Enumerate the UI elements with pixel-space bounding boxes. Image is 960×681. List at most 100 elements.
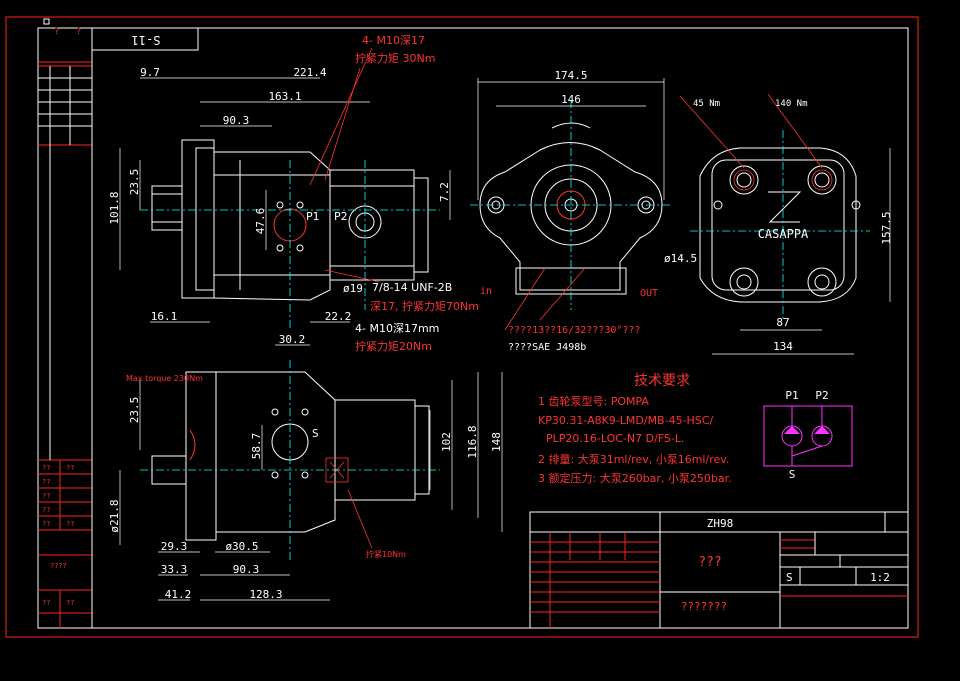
note-m10-mid: 4- M10深17mm	[355, 322, 439, 335]
left-cell-1a: ??	[42, 464, 50, 472]
dim-7-2: 7.2	[438, 182, 451, 202]
left-cell-4a: ??	[42, 506, 50, 514]
left-cell-7b: ??	[66, 599, 74, 607]
schematic-p1: P1	[785, 389, 798, 402]
tech-line-3: PLP20.16-LOC-N7 D/FS-L.	[546, 432, 685, 445]
inner-frame	[37, 27, 909, 629]
schematic-p2: P2	[815, 389, 828, 402]
left-cell-6: ????	[50, 562, 67, 570]
tech-title: 技术要求	[634, 373, 690, 389]
dim-146-top: 146	[561, 93, 581, 106]
top-view-bottom	[151, 371, 430, 541]
schematic-s: S	[789, 468, 796, 481]
center-lines-bottom	[140, 360, 440, 560]
port-s-label: S	[312, 427, 319, 440]
drawing-number-box: S-11	[91, 27, 199, 51]
dim-16-1: 16.1	[151, 310, 178, 323]
center-lines-rear	[690, 130, 870, 320]
title-s-mark: S	[786, 571, 793, 584]
left-cell-1b: ??	[66, 464, 74, 472]
note-unf: 7/8-14 UNF-2B	[372, 281, 452, 294]
tech-line-2: KP30.31-A8K9-LMD/MB-45-HSC/	[538, 414, 713, 427]
dim-101-8: 101.8	[108, 191, 121, 224]
dim-90-3-top: 90.3	[223, 114, 250, 127]
title-scale: 1:2	[870, 571, 890, 584]
note-m10-top: 4- M10深17	[362, 34, 425, 47]
dim-dia-30-5: ø30.5	[225, 540, 258, 553]
left-cell-3a: ??	[42, 492, 50, 500]
dim-dia-21-8: ø21.8	[108, 499, 121, 532]
dim-30-2: 30.2	[279, 333, 306, 346]
title-company: ???????	[681, 600, 727, 613]
port-p2-label: P2	[334, 210, 348, 223]
dim-90-3-bottom: 90.3	[233, 563, 260, 576]
title-block	[529, 511, 909, 629]
dim-9-7: 9.7	[140, 66, 160, 79]
dim-148: 148	[490, 432, 503, 452]
note-torque-10: 拧紧10Nm	[366, 549, 406, 559]
note-torque-20: 拧紧力矩20Nm	[355, 339, 432, 353]
dim-157-5: 157.5	[880, 211, 893, 244]
dim-116-8: 116.8	[466, 425, 479, 458]
port-p1-label: P1	[306, 210, 320, 223]
dim-47-6: 47.6	[254, 208, 267, 235]
corner-mark-2: ?	[76, 27, 81, 37]
leader-lines-front	[504, 267, 586, 331]
out-label: OUT	[640, 288, 658, 299]
left-cell-5b: ??	[66, 520, 74, 528]
center-lines-front	[470, 100, 672, 310]
leader-lines-top	[309, 47, 381, 283]
brand-label: CASAPPA	[758, 227, 809, 241]
left-strip	[38, 28, 93, 628]
corner-mark: ?	[54, 27, 59, 37]
dim-33-3: 33.3	[161, 563, 188, 576]
left-cell-5a: ??	[42, 520, 50, 528]
dim-22-2: 22.2	[325, 310, 352, 323]
note-spline-1: ????13??16/32???30°???	[508, 325, 640, 336]
torque-140-label: 140 Nm	[775, 99, 808, 109]
dims-rear	[712, 148, 891, 355]
dims-top-left	[119, 77, 451, 346]
note-torque-30: 拧紧力矩 30Nm	[355, 51, 435, 65]
tech-line-5: 3 额定压力: 大泵260bar, 小泵250bar.	[538, 471, 732, 485]
dim-128-3: 128.3	[249, 588, 282, 601]
rear-red-features	[679, 93, 833, 191]
in-label: in	[480, 286, 492, 297]
title-code: ZH98	[707, 517, 734, 530]
drawing-number: S-11	[132, 33, 161, 47]
dim-134: 134	[773, 340, 793, 353]
dims-bottom	[119, 372, 503, 601]
dim-174-5: 174.5	[554, 69, 587, 82]
dim-dia-19: ø19	[343, 282, 363, 295]
dim-102: 102	[440, 432, 453, 452]
dim-58-7: 58.7	[250, 433, 263, 460]
torque-45-label: 45 Nm	[693, 99, 720, 109]
side-view-top	[151, 139, 429, 301]
dim-221-4: 221.4	[293, 66, 326, 79]
tech-line-4: 2 排量: 大泵31ml/rev, 小泵16ml/rev.	[538, 452, 729, 466]
dim-23-5-bottom: 23.5	[128, 397, 141, 424]
left-cell-7a: ??	[42, 599, 50, 607]
dim-41-2: 41.2	[165, 588, 192, 601]
hydraulic-schematic: P1 P2 S	[763, 389, 853, 481]
left-strip-ticks	[38, 66, 92, 460]
note-deep-torque-70: 深17, 拧紧力矩70Nm	[370, 299, 479, 313]
outer-frame	[5, 16, 919, 638]
dim-23-5-top: 23.5	[128, 169, 141, 196]
dims-front	[477, 78, 665, 200]
tech-line-1: 1 齿轮泵型号: POMPA	[538, 394, 649, 408]
rear-view	[699, 147, 861, 303]
dim-163-1: 163.1	[268, 90, 301, 103]
tech-requirements: 技术要求 1 齿轮泵型号: POMPA KP30.31-A8K9-LMD/MB-…	[538, 373, 732, 485]
dim-29-3: 29.3	[161, 540, 188, 553]
note-spline-2: ????SAE J498b	[508, 342, 586, 353]
corner-square	[43, 18, 50, 25]
dim-dia-14-5: ø14.5	[664, 252, 697, 265]
dim-87: 87	[776, 316, 789, 329]
center-lines-top	[140, 160, 440, 330]
note-max-torque: Max torque 230Nm	[126, 374, 203, 383]
red-plug	[325, 457, 373, 549]
title-name: ???	[698, 555, 721, 570]
left-cell-2a: ??	[42, 478, 50, 486]
